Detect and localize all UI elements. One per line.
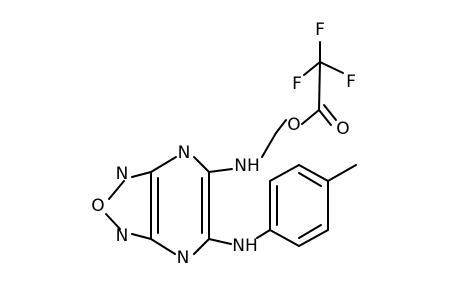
bond	[298, 172, 322, 187]
bond	[275, 119, 287, 134]
bond	[298, 164, 329, 182]
atom-label: O	[91, 196, 104, 216]
bond	[131, 233, 152, 240]
bond	[108, 180, 125, 200]
bond	[150, 238, 176, 255]
atom-label: O	[287, 115, 300, 135]
atom-label: N	[177, 248, 190, 268]
atom-label: O	[336, 119, 349, 139]
atom-label: N	[116, 164, 129, 184]
atom-label: N	[116, 226, 129, 246]
bond	[303, 61, 321, 76]
bond	[298, 224, 322, 239]
atom-label: NH	[234, 156, 260, 176]
bond	[256, 229, 271, 239]
bond	[269, 164, 300, 182]
bond	[105, 213, 121, 230]
atom-label: F	[292, 74, 302, 94]
bond	[261, 132, 277, 158]
bond	[298, 229, 329, 247]
atom-label: F	[346, 72, 356, 92]
atom-label: N	[178, 143, 191, 163]
atom-label: F	[315, 20, 325, 40]
bond	[193, 156, 210, 173]
bond	[319, 61, 344, 74]
bond	[318, 109, 332, 126]
bond	[208, 238, 232, 245]
bond	[208, 168, 233, 173]
bond	[318, 61, 321, 111]
bond	[269, 229, 300, 247]
bond	[301, 109, 320, 125]
atom-label: NH	[232, 236, 258, 256]
bond	[327, 164, 357, 182]
bond	[193, 238, 210, 255]
bond	[150, 156, 177, 173]
bond	[131, 171, 152, 178]
bond	[323, 104, 337, 121]
